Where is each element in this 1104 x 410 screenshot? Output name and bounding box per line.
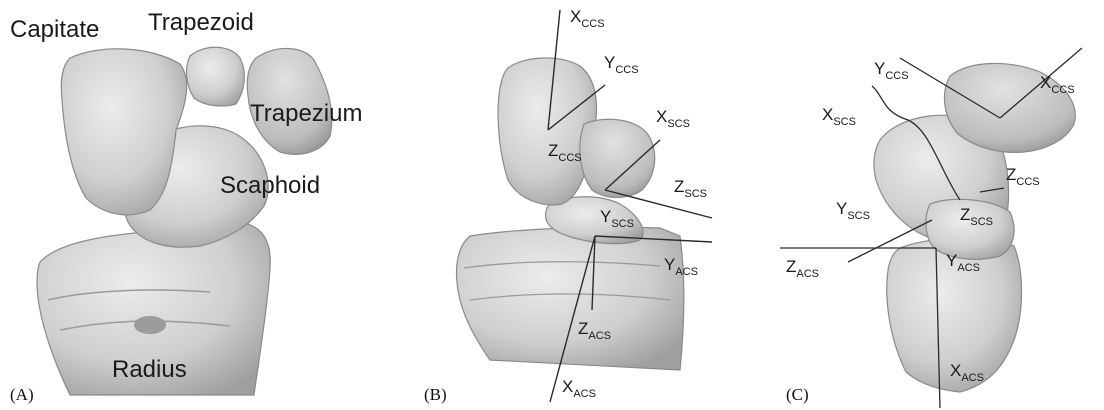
axis-label-y-ccs-b: YCCS	[604, 53, 639, 76]
panel-c: YCCS XCCS XSCS ZCCS YSCS ZSCS ZACS YACS …	[780, 48, 1082, 408]
panel-b-tag: (B)	[424, 385, 447, 404]
axis-label-z-acs-c: ZACS	[786, 257, 819, 280]
panel-b: XCCS YCCS XSCS ZCCS ZSCS YSCS YACS ZACS …	[424, 7, 712, 404]
trapezoid-bone	[187, 47, 245, 106]
radius-pit	[134, 316, 166, 334]
axis-label-z-ccs-c: ZCCS	[1006, 165, 1040, 188]
label-capitate: Capitate	[10, 16, 99, 43]
panel-c-tag: (C)	[786, 385, 809, 404]
axis-label-y-scs-c: YSCS	[836, 199, 870, 222]
axis-label-x-scs-b: XSCS	[656, 107, 690, 130]
label-trapezoid: Trapezoid	[148, 9, 254, 36]
trapezoid-bone-b	[580, 119, 655, 197]
label-radius: Radius	[112, 356, 187, 383]
axis-label-z-scs-b: ZSCS	[674, 177, 707, 200]
label-scaphoid: Scaphoid	[220, 172, 320, 199]
axis-label-y-ccs-c: YCCS	[874, 59, 909, 82]
panel-a-tag: (A)	[10, 385, 34, 404]
axis-label-x-acs-b: XACS	[562, 377, 596, 400]
axis-label-x-ccs-b: XCCS	[570, 7, 605, 30]
radius-bone-b	[457, 227, 684, 370]
panel-a: Capitate Trapezoid Trapezium Scaphoid Ra…	[10, 9, 362, 404]
label-trapezium: Trapezium	[250, 100, 362, 127]
axis-label-x-scs-c: XSCS	[822, 105, 856, 128]
